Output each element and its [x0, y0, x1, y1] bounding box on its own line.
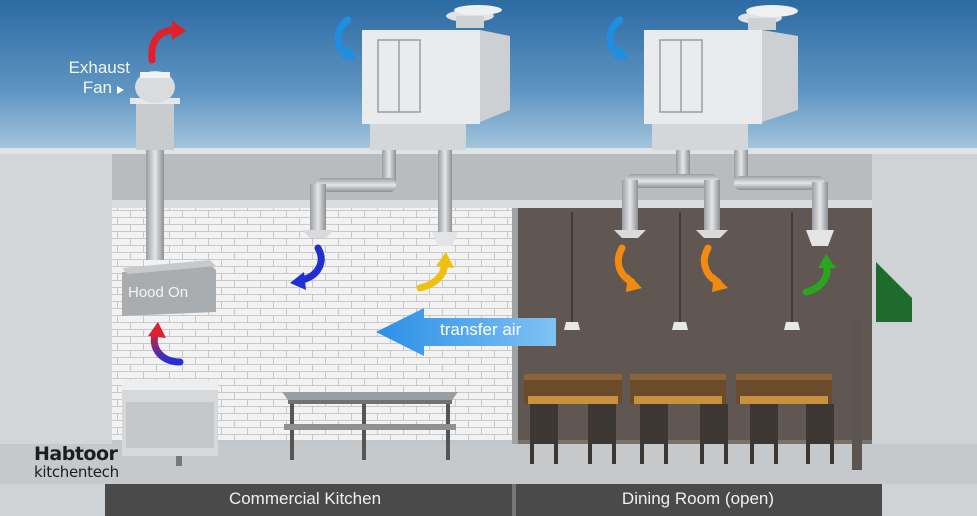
exhaust-arrow — [148, 20, 186, 64]
kitchen-label: Commercial Kitchen — [228, 489, 382, 508]
exhaust-fan-label-line2: Fan — [82, 78, 112, 97]
awning — [876, 262, 912, 322]
table-icon — [282, 392, 458, 460]
dining-return-arrow — [802, 254, 836, 296]
exhaust-fan-label: Exhaust Fan — [58, 58, 130, 98]
kitchen-ducts — [302, 150, 458, 246]
rooftop-unit-icon — [644, 5, 798, 150]
dining-ducts — [614, 150, 834, 246]
exhaust-fan-icon — [130, 71, 180, 150]
label-bar — [105, 484, 882, 516]
table-icon — [740, 396, 828, 404]
dining-supply-arrow — [614, 244, 728, 292]
transfer-air-label: transfer air — [440, 320, 522, 339]
kitchen-supply-arrow — [290, 244, 325, 290]
brand-line1: Habtoor — [34, 443, 118, 465]
brand-logo: Habtoor kitchentech — [34, 444, 119, 481]
hood-label: Hood On — [128, 284, 189, 301]
booth-seating — [524, 374, 832, 404]
range-appliance — [122, 380, 218, 466]
left-exterior — [0, 154, 112, 444]
table-icon — [634, 396, 722, 404]
hood-icon — [122, 260, 216, 316]
chair-icon — [530, 404, 834, 464]
exhaust-fan-label-line1: Exhaust — [68, 58, 130, 77]
pendant-lamp-icon — [564, 212, 800, 330]
transfer-air-arrow — [376, 308, 556, 356]
brand-line2: kitchentech — [34, 463, 119, 481]
rooftop-unit-icon — [362, 5, 510, 150]
supply-intake-arrow — [334, 16, 628, 60]
dining-label: Dining Room (open) — [621, 489, 775, 508]
kitchen-return-arrow — [416, 252, 454, 292]
hood-exhaust-arrow — [148, 322, 184, 366]
table-icon — [528, 396, 618, 404]
